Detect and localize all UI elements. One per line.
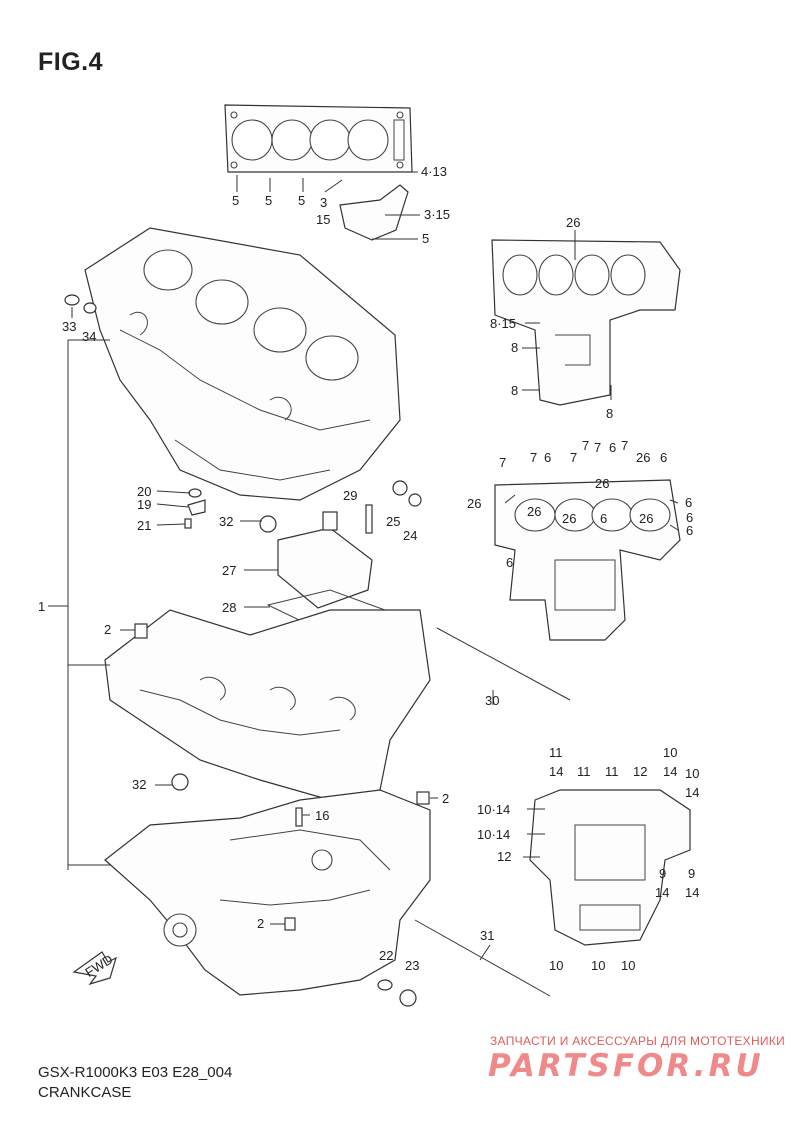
callout-6b: 26	[636, 450, 650, 465]
callout-33: 33	[62, 319, 76, 334]
callout-9b: 9	[688, 866, 695, 881]
callout-6d: 6	[685, 495, 692, 510]
lower-case-bottom-view	[529, 789, 691, 946]
callout-34: 34	[82, 329, 96, 344]
callout-19: 19	[137, 497, 151, 512]
callout-7c: 7	[570, 450, 577, 465]
callout-5c: 5	[298, 193, 305, 208]
callout-31: 31	[480, 928, 494, 943]
callout-28: 28	[222, 600, 236, 615]
callout-6f: 6	[506, 555, 513, 570]
callout-11a: 11	[549, 745, 563, 760]
callout-6c: 26	[467, 496, 481, 511]
callout-7d: 7	[582, 438, 589, 453]
callout-8a: 8	[511, 340, 518, 355]
figure-title: FIG.4	[38, 48, 104, 76]
model-code: GSX-R1000K3 E03 E28_004	[38, 1064, 233, 1081]
callout-26f: 6	[686, 510, 693, 525]
callout-12b: 12	[497, 849, 511, 864]
callout-7g: 7	[621, 438, 628, 453]
callout-3: 3	[320, 195, 327, 210]
callout-2c: 2	[257, 916, 264, 931]
callout-10a: 10	[663, 745, 677, 760]
callout-7e: 7	[594, 440, 601, 455]
callout-12a: 12	[633, 764, 647, 779]
callout-6e: 6	[686, 523, 693, 538]
callout-27: 27	[222, 563, 236, 578]
long-bolt-31	[414, 919, 551, 997]
fwd-arrow-icon	[72, 951, 117, 986]
oil-passage-plate	[339, 184, 409, 241]
callout-3-15: 3·15	[424, 207, 450, 222]
watermark-tagline: ЗАПЧАСТИ И АКСЕССУАРЫ ДЛЯ МОТОТЕХНИКИ	[490, 1034, 786, 1048]
callout-26a: 26	[595, 476, 609, 491]
oil-pan-case	[104, 789, 431, 996]
callout-20: 20	[137, 484, 151, 499]
callout-2a: 2	[104, 622, 111, 637]
callout-5d: 5	[422, 231, 429, 246]
callout-1: 1	[38, 599, 45, 614]
head-gasket	[224, 104, 413, 173]
callout-21: 21	[137, 518, 151, 533]
callout-2b: 2	[442, 791, 449, 806]
callout-10c: 10	[549, 958, 563, 973]
case-bolt-pattern-view	[494, 479, 681, 641]
long-bolt-30	[436, 627, 571, 701]
callout-22: 22	[379, 948, 393, 963]
small-fasteners	[64, 294, 430, 1007]
callout-25: 25	[386, 514, 400, 529]
callout-7b: 7	[530, 450, 537, 465]
callout-11c: 11	[605, 764, 619, 779]
callout-26c: 26	[562, 511, 576, 526]
callout-26e: 26	[639, 511, 653, 526]
callout-30: 30	[485, 693, 499, 708]
callout-10d: 10	[591, 958, 605, 973]
callout-8-15: 8·15	[490, 316, 516, 331]
callout-8b: 8	[511, 383, 518, 398]
callout-5b: 5	[265, 193, 272, 208]
callout-7a: 7	[499, 455, 506, 470]
callout-32b: 32	[132, 777, 146, 792]
callout-14c: 14	[685, 785, 699, 800]
callout-4-13: 4·13	[421, 164, 447, 179]
callout-10e: 10	[621, 958, 635, 973]
callout-7f: 6	[609, 440, 616, 455]
callout-10-14a: 10·14	[477, 802, 510, 817]
callout-29: 29	[343, 488, 357, 503]
upper-crankcase	[84, 227, 401, 501]
callout-26b: 26	[527, 504, 541, 519]
callout-26-top: 26	[566, 215, 580, 230]
callout-10-14b: 10·14	[477, 827, 510, 842]
callout-14e: 14	[685, 885, 699, 900]
callout-32a: 32	[219, 514, 233, 529]
callout-14b: 14	[663, 764, 677, 779]
callout-26d: 6	[600, 511, 607, 526]
callout-8c: 8	[606, 406, 613, 421]
callout-labels: 5 5 5 3 15 4·13 3·15 5 26 8·15 8 8 8 33 …	[38, 164, 699, 973]
callout-24: 24	[403, 528, 417, 543]
callout-11b: 11	[577, 764, 591, 779]
callout-23: 23	[405, 958, 419, 973]
callout-10b: 10	[685, 766, 699, 781]
callout-7h: 6	[660, 450, 667, 465]
watermark-logo: PARTSFOR.RU	[488, 1048, 764, 1084]
callout-14d: 14	[655, 885, 669, 900]
callout-16: 16	[315, 808, 329, 823]
leader-lines	[48, 171, 679, 961]
callout-6a: 6	[544, 450, 551, 465]
lower-crankcase	[104, 609, 431, 801]
upper-case-top-view	[491, 239, 681, 406]
callout-5a: 5	[232, 193, 239, 208]
callout-9a: 9	[659, 866, 666, 881]
callout-15: 15	[316, 212, 330, 227]
figure-caption: CRANKCASE	[38, 1084, 132, 1101]
callout-14a: 14	[549, 764, 563, 779]
